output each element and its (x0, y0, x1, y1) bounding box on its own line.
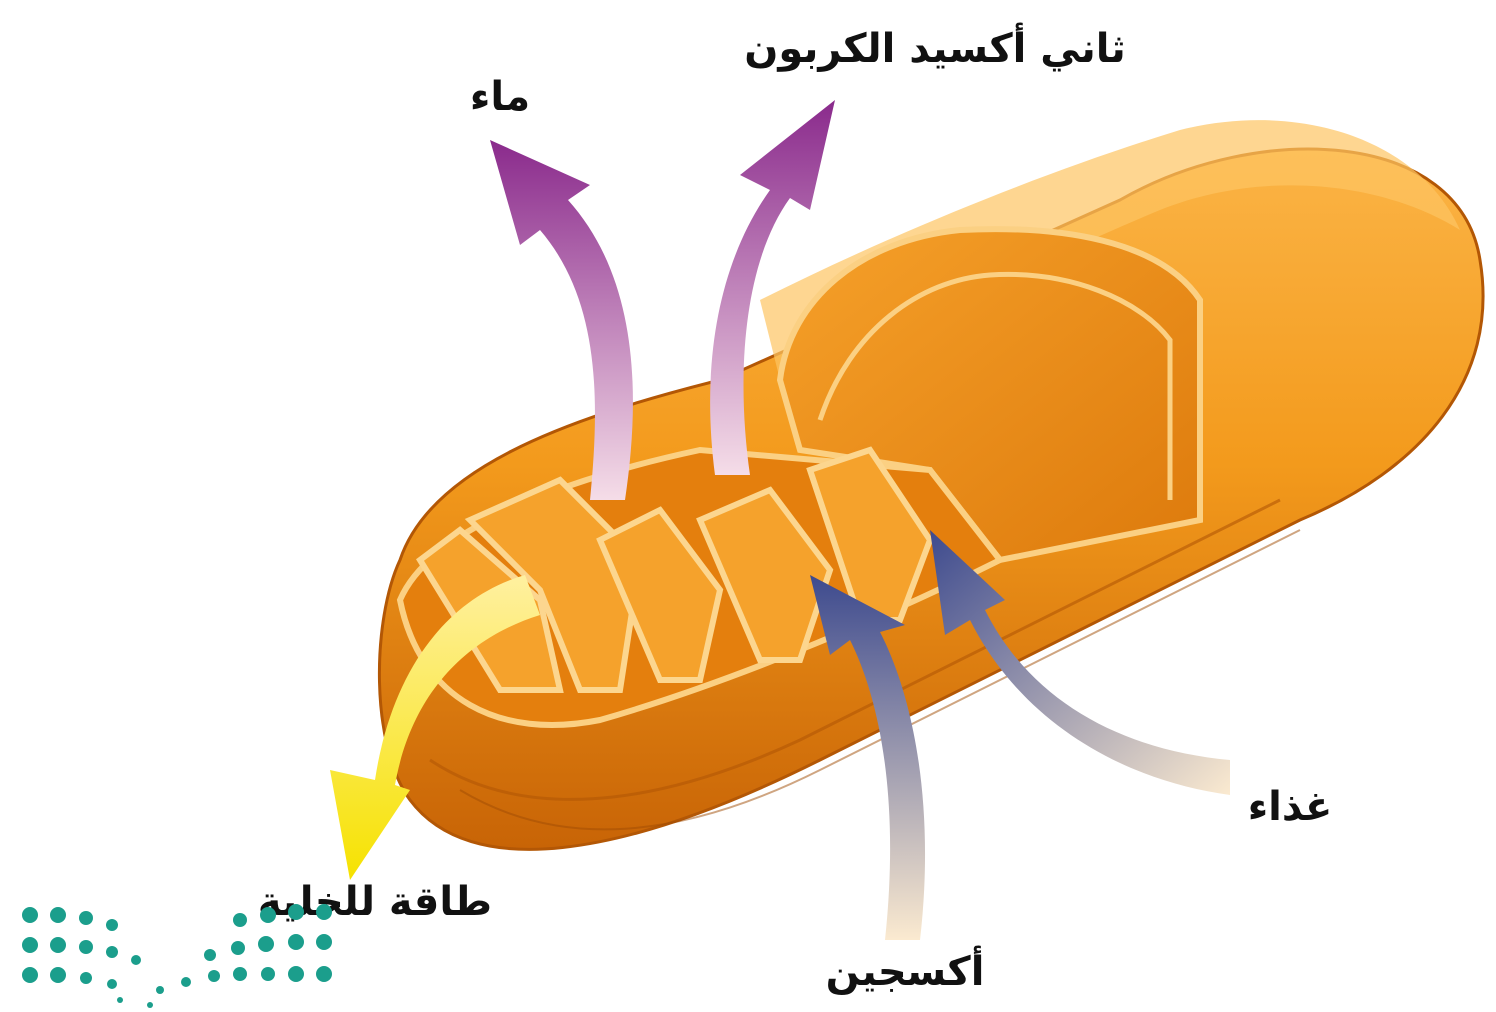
food-label: غذاء (1248, 784, 1333, 830)
carbon-dioxide-label: ثاني أكسيد الكربون (744, 22, 1126, 72)
oxygen-label: أكسجين (826, 945, 985, 995)
water-label: ماء (470, 74, 530, 120)
